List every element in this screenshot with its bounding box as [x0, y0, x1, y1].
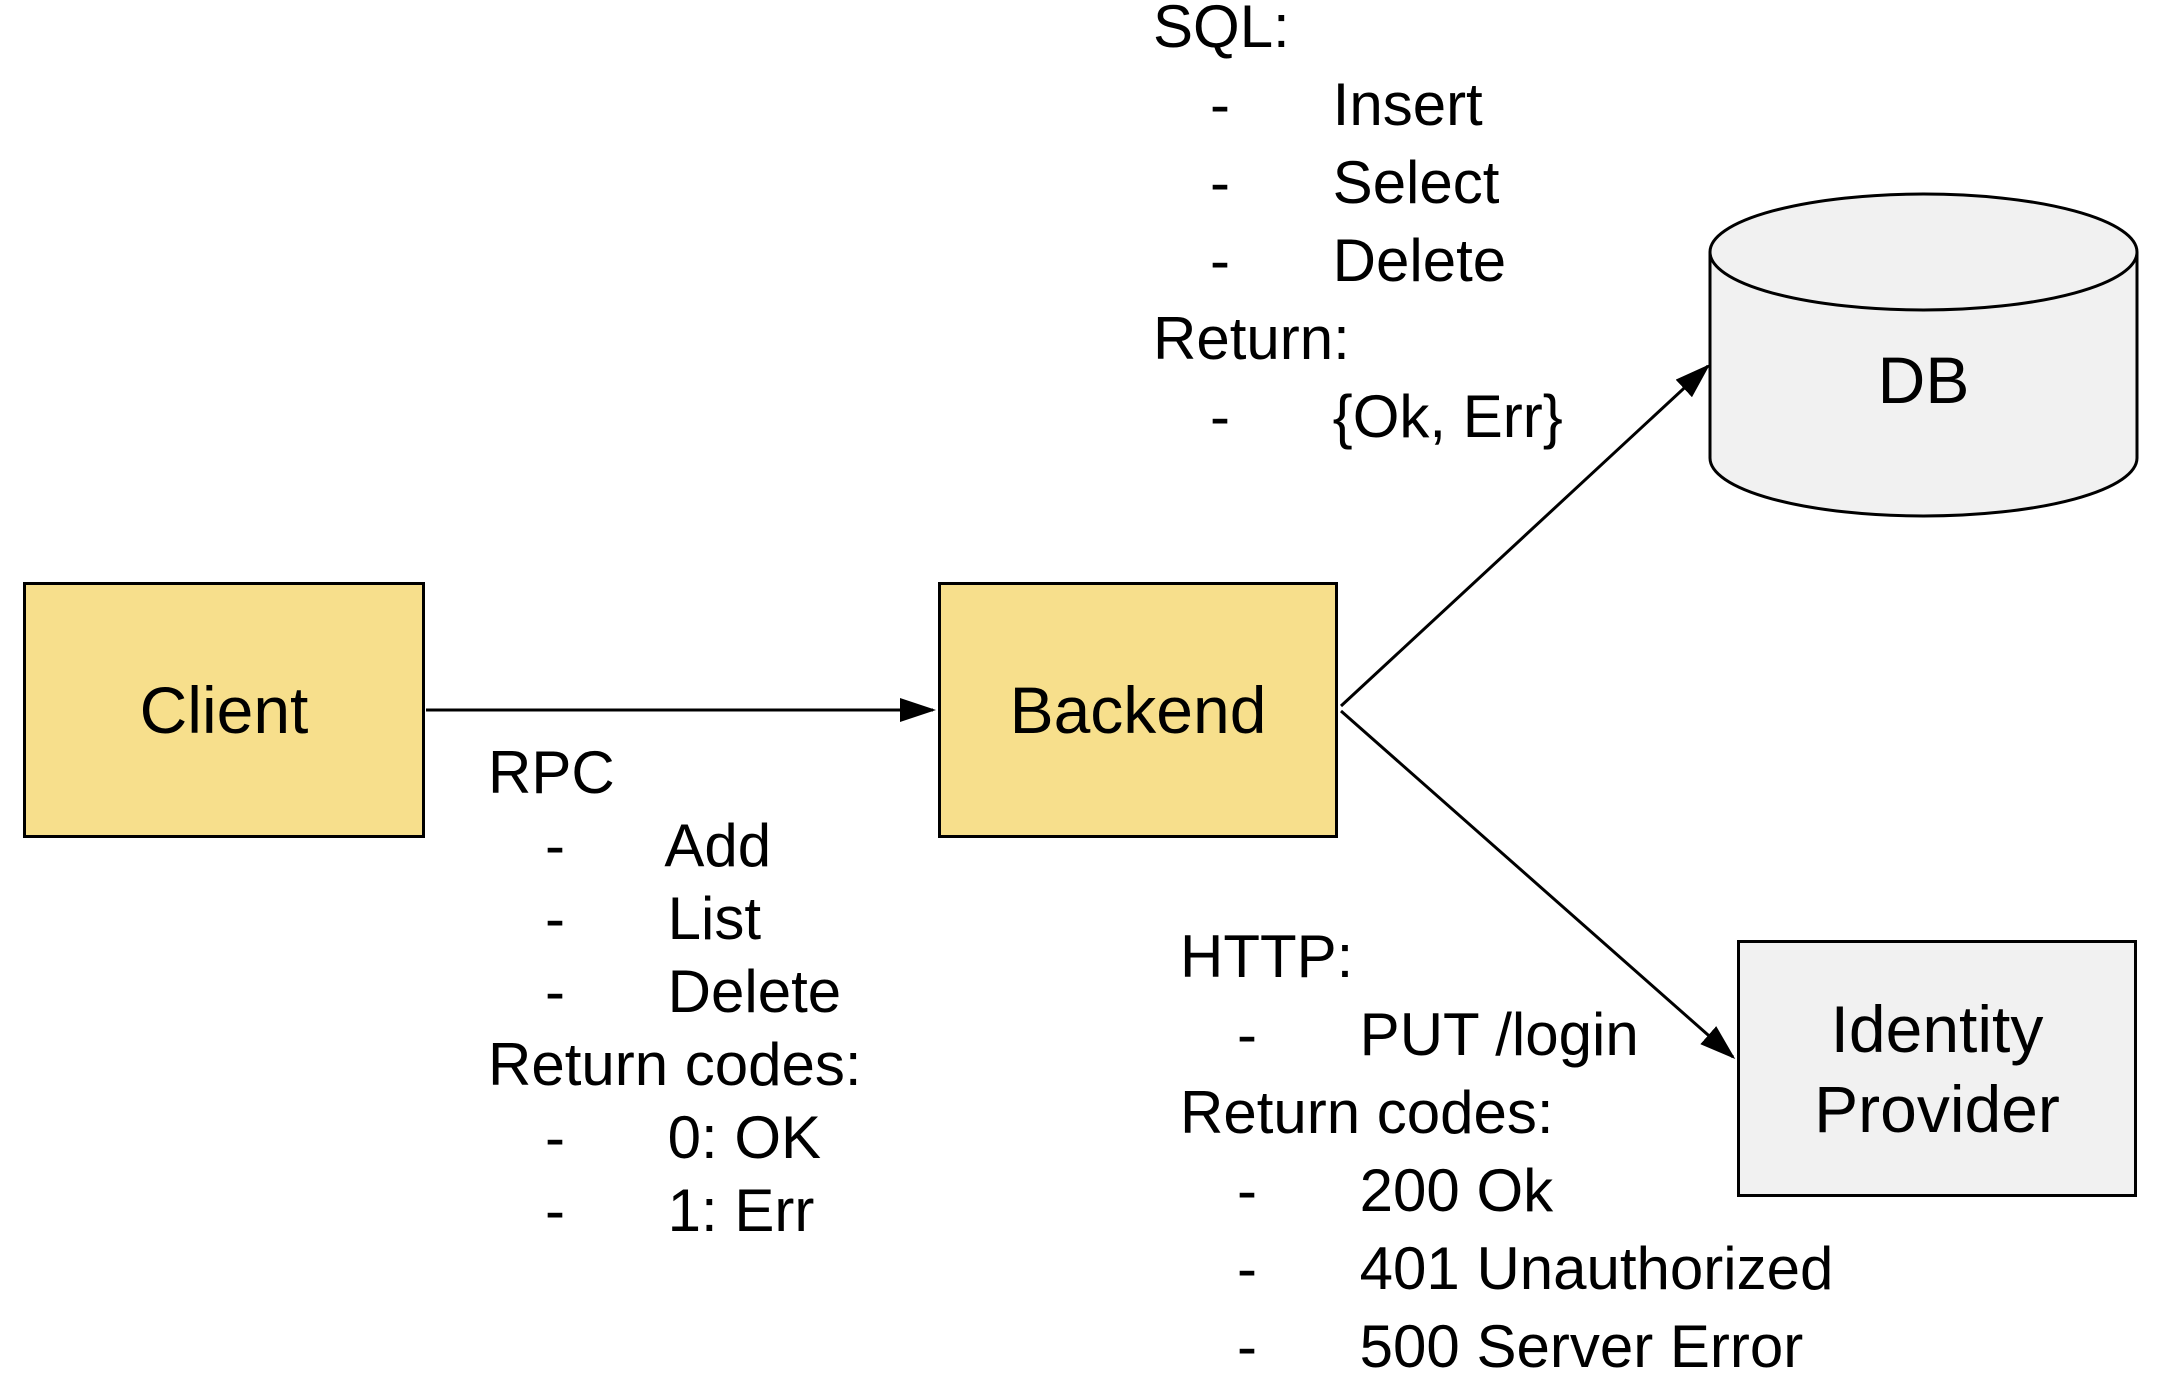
bullet-dash: -: [545, 885, 565, 952]
http-annotation-item: - 200 Ok: [1180, 1152, 1833, 1230]
db-node-label: DB: [1877, 343, 1970, 417]
sql-annotation-item: - Select: [1153, 144, 1563, 222]
sql-annotation-item: - {Ok, Err}: [1153, 378, 1563, 456]
rpc-annotation-heading: RPC: [488, 739, 615, 806]
rpc-annotation-item: - 1: Err: [488, 1174, 862, 1247]
bullet-dash: -: [545, 1177, 565, 1244]
sql-annotation-item: - Delete: [1153, 222, 1563, 300]
rpc-annotation-item-text: 0: OK: [667, 1104, 822, 1171]
db-cylinder-top: [1708, 192, 2139, 312]
http-annotation-item-text: 200 Ok: [1359, 1157, 1554, 1224]
sql-annotation-item-text: {Ok, Err}: [1332, 383, 1563, 450]
sql-annotation-heading: SQL:: [1153, 0, 1290, 60]
sql-annotation: SQL: - Insert - Select - Delete Return: …: [1153, 0, 1563, 456]
bullet-dash: -: [1237, 1313, 1257, 1380]
rpc-annotation-item-text: Add: [664, 812, 772, 879]
http-annotation-item: - 500 Server Error: [1180, 1308, 1833, 1386]
sql-annotation-return-heading: Return:: [1153, 305, 1350, 372]
bullet-dash: -: [545, 958, 565, 1025]
http-annotation: HTTP: - PUT /login Return codes: - 200 O…: [1180, 918, 1833, 1386]
rpc-annotation-item: - 0: OK: [488, 1101, 862, 1174]
rpc-annotation: RPC - Add - List - Delete Return codes: …: [488, 736, 862, 1247]
rpc-annotation-item-text: Delete: [667, 958, 842, 1025]
client-node: Client: [23, 582, 425, 838]
bullet-dash: -: [1210, 71, 1230, 138]
sql-annotation-item-text: Select: [1332, 149, 1500, 216]
backend-node-label: Backend: [1009, 673, 1267, 747]
bullet-dash: -: [1237, 1001, 1257, 1068]
http-annotation-item: - 401 Unauthorized: [1180, 1230, 1833, 1308]
rpc-annotation-item-text: List: [667, 885, 762, 952]
identity-provider-node-label: Identity Provider: [1814, 991, 2060, 1146]
bullet-dash: -: [545, 1104, 565, 1171]
bullet-dash: -: [1237, 1235, 1257, 1302]
bullet-dash: -: [1210, 227, 1230, 294]
rpc-annotation-return-heading: Return codes:: [488, 1031, 862, 1098]
rpc-annotation-item: - Add: [488, 809, 862, 882]
http-annotation-return-heading: Return codes:: [1180, 1079, 1554, 1146]
http-annotation-item: - PUT /login: [1180, 996, 1833, 1074]
sql-annotation-item-text: Insert: [1332, 71, 1483, 138]
bullet-dash: -: [1210, 149, 1230, 216]
identity-provider-node: Identity Provider: [1737, 940, 2137, 1197]
rpc-annotation-item: - List: [488, 882, 862, 955]
bullet-dash: -: [1210, 383, 1230, 450]
sql-annotation-item: - Insert: [1153, 66, 1563, 144]
backend-node: Backend: [938, 582, 1338, 838]
bullet-dash: -: [1237, 1157, 1257, 1224]
rpc-annotation-item-text: 1: Err: [667, 1177, 815, 1244]
client-node-label: Client: [139, 673, 309, 747]
http-annotation-item-text: PUT /login: [1359, 1001, 1639, 1068]
http-annotation-item-text: 500 Server Error: [1359, 1313, 1804, 1380]
http-annotation-heading: HTTP:: [1180, 923, 1354, 990]
rpc-annotation-item: - Delete: [488, 955, 862, 1028]
sql-annotation-item-text: Delete: [1332, 227, 1507, 294]
bullet-dash: -: [545, 812, 565, 879]
http-annotation-item-text: 401 Unauthorized: [1359, 1235, 1834, 1302]
